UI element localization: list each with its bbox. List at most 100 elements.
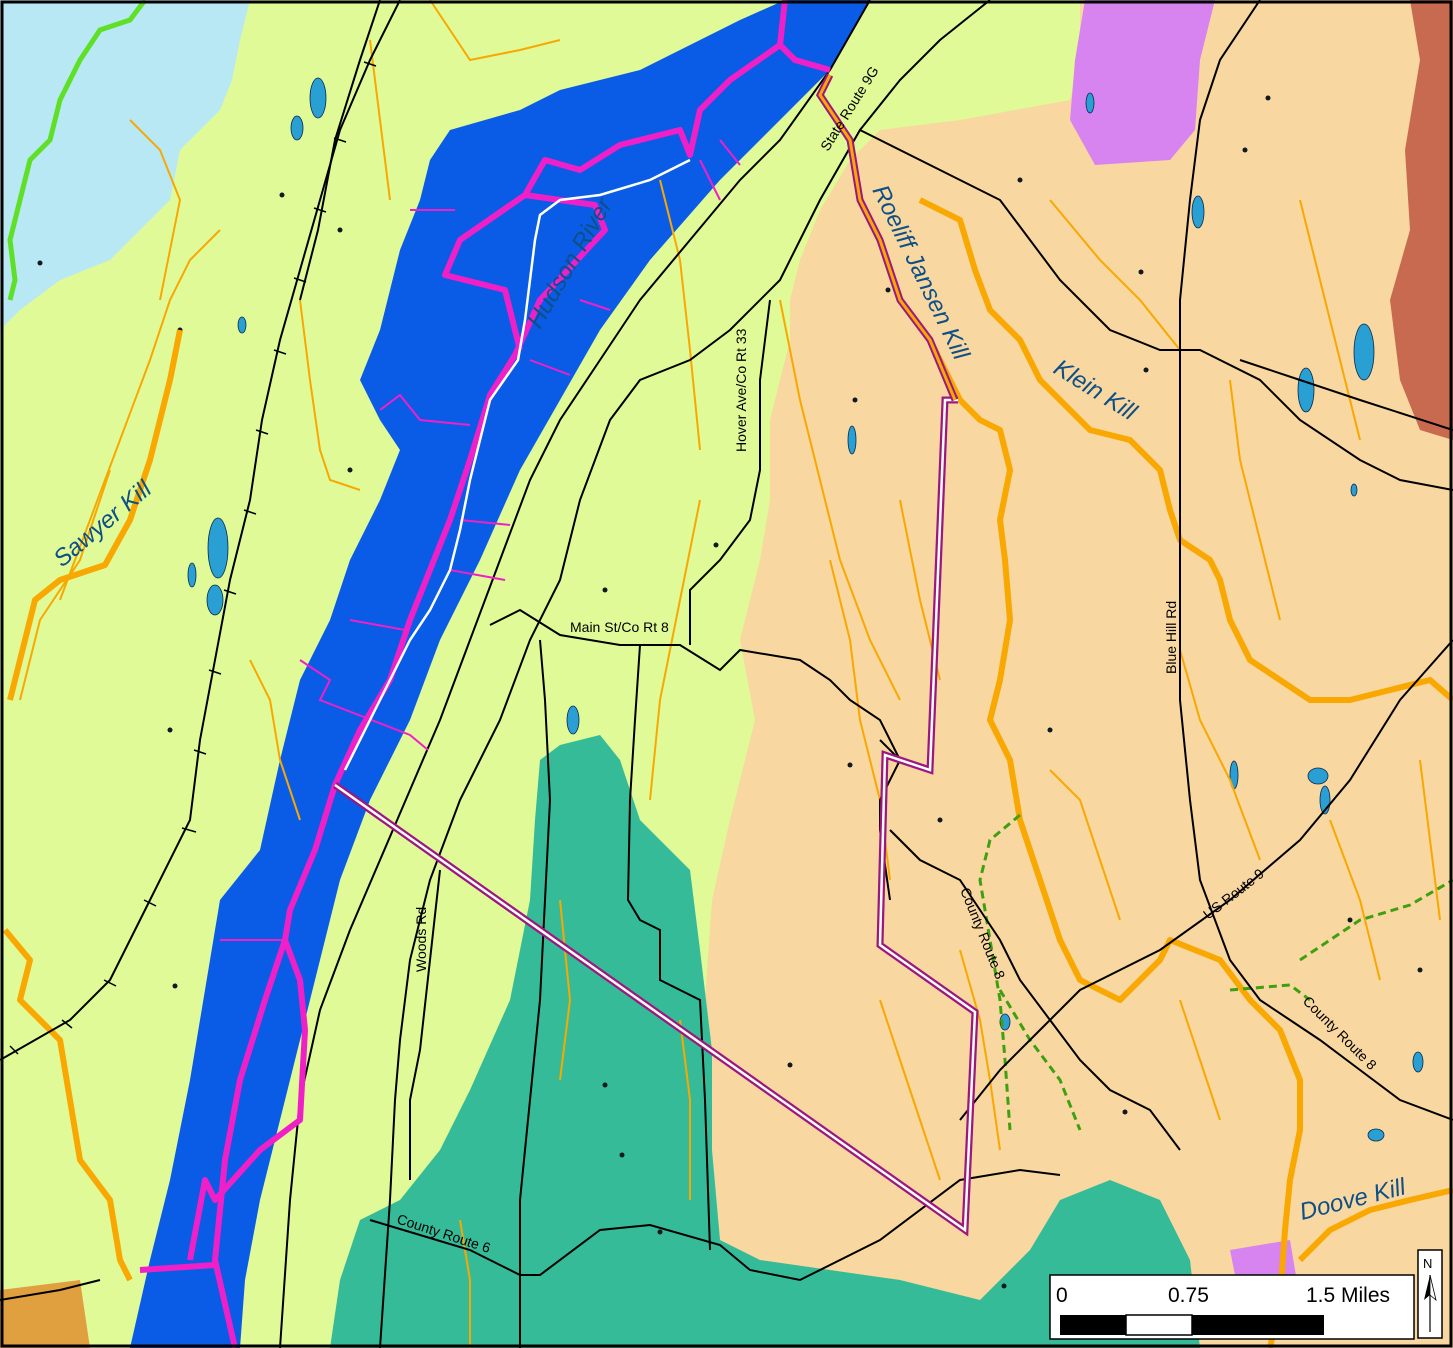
ponds <box>187 77 1424 1142</box>
brown-corner-region <box>0 1280 90 1348</box>
boundary-west <box>187 938 308 1261</box>
point-feature <box>1138 269 1144 275</box>
scale-bar: 0 0.75 1.5 Miles <box>1049 1274 1415 1340</box>
point-feature <box>172 983 178 989</box>
county-route-6-road <box>369 1168 1061 1282</box>
point-feature <box>167 727 173 733</box>
point-feature <box>1242 147 1248 153</box>
stream <box>559 899 572 1081</box>
point-feature <box>852 397 858 403</box>
local-road <box>859 129 1453 491</box>
point-feature <box>847 762 853 768</box>
county-route-8-road <box>889 829 1181 1151</box>
boundary-segment <box>449 569 506 581</box>
stream <box>429 0 561 62</box>
point-feature <box>1265 95 1271 101</box>
boundary-west <box>777 0 831 73</box>
scale-label-mid: 0.75 <box>1168 1284 1209 1307</box>
pond <box>1367 1128 1385 1142</box>
point-feature <box>1347 917 1353 923</box>
violet-region <box>1070 0 1215 165</box>
boundary-segment <box>529 359 571 376</box>
stream <box>1049 199 1181 351</box>
north-letter: N <box>1423 1256 1432 1271</box>
north-arrow-icon: N <box>1417 1249 1443 1339</box>
point-feature <box>347 467 353 473</box>
stream <box>19 469 111 701</box>
scale-segment <box>1125 1314 1193 1336</box>
boundary-segment <box>459 519 511 526</box>
point-feature <box>602 1082 608 1088</box>
boundary-segment <box>699 159 721 201</box>
klein-kill-stream <box>918 197 1453 703</box>
stream <box>459 1219 471 1348</box>
point-feature <box>619 1152 625 1158</box>
main-st-label: Main St/Co Rt 8 <box>570 619 669 635</box>
teal-forest-region <box>330 735 1200 1348</box>
railroad-east <box>299 0 381 301</box>
hamlet-boundary-inner <box>334 398 977 1233</box>
stream <box>129 119 182 301</box>
trail <box>978 813 1021 1131</box>
local-road <box>0 1279 101 1301</box>
shoreline-road <box>343 158 691 771</box>
stream <box>1299 199 1361 441</box>
stream <box>1419 759 1441 921</box>
stream <box>879 999 941 1181</box>
point-feature <box>937 817 943 823</box>
stream <box>1049 769 1121 921</box>
railroad-ticks <box>9 61 377 1055</box>
hover-ave-road <box>689 299 771 645</box>
stream <box>1179 999 1221 1121</box>
main-st-road <box>489 608 901 761</box>
point-feature <box>1122 1109 1128 1115</box>
point-feature <box>885 287 891 293</box>
boundary-west <box>139 1262 216 1273</box>
river-outline-inner <box>818 74 957 401</box>
point-feature <box>337 227 343 233</box>
stream <box>1229 379 1281 621</box>
point-feature <box>1001 1283 1007 1289</box>
pond <box>1307 767 1329 785</box>
railroad-river <box>279 0 871 1348</box>
scale-label-end: 1.5 Miles <box>1306 1284 1390 1307</box>
point-feature <box>37 260 43 266</box>
woods-rd-label: Woods Rd <box>413 907 429 972</box>
stream <box>1329 819 1381 981</box>
point-feature <box>657 1229 663 1235</box>
trail <box>1299 878 1453 962</box>
pond <box>290 115 304 141</box>
pond <box>566 705 580 735</box>
boundary-west <box>212 42 782 1348</box>
doove-kill-stream <box>1297 1187 1453 1263</box>
trail <box>998 989 1082 1131</box>
boundary-segment <box>379 393 471 426</box>
light-blue-region <box>0 0 250 330</box>
us-route-9-road <box>959 639 1453 1121</box>
stream <box>649 499 701 801</box>
boundary-segment <box>349 619 406 631</box>
stream <box>679 1019 691 1200</box>
pond <box>1350 483 1358 497</box>
stream <box>1179 649 1261 861</box>
local-road <box>626 644 711 1251</box>
scale-label-start: 0 <box>1056 1284 1068 1307</box>
pond <box>1191 195 1205 229</box>
pond <box>237 316 247 334</box>
stream <box>369 39 391 201</box>
pond <box>847 425 857 455</box>
point-feature <box>713 542 719 548</box>
hover-ave-label: Hover Ave/Co Rt 33 <box>733 328 749 452</box>
stream <box>59 229 221 601</box>
point-feature <box>1047 727 1053 733</box>
sawyer-kill-stream <box>7 329 183 701</box>
point-feature <box>279 192 285 198</box>
pond <box>1085 92 1095 114</box>
local-road <box>1239 359 1453 431</box>
county-line <box>7 0 147 301</box>
boundary-segment <box>719 139 741 166</box>
pond <box>187 562 197 588</box>
pond <box>1353 323 1375 381</box>
